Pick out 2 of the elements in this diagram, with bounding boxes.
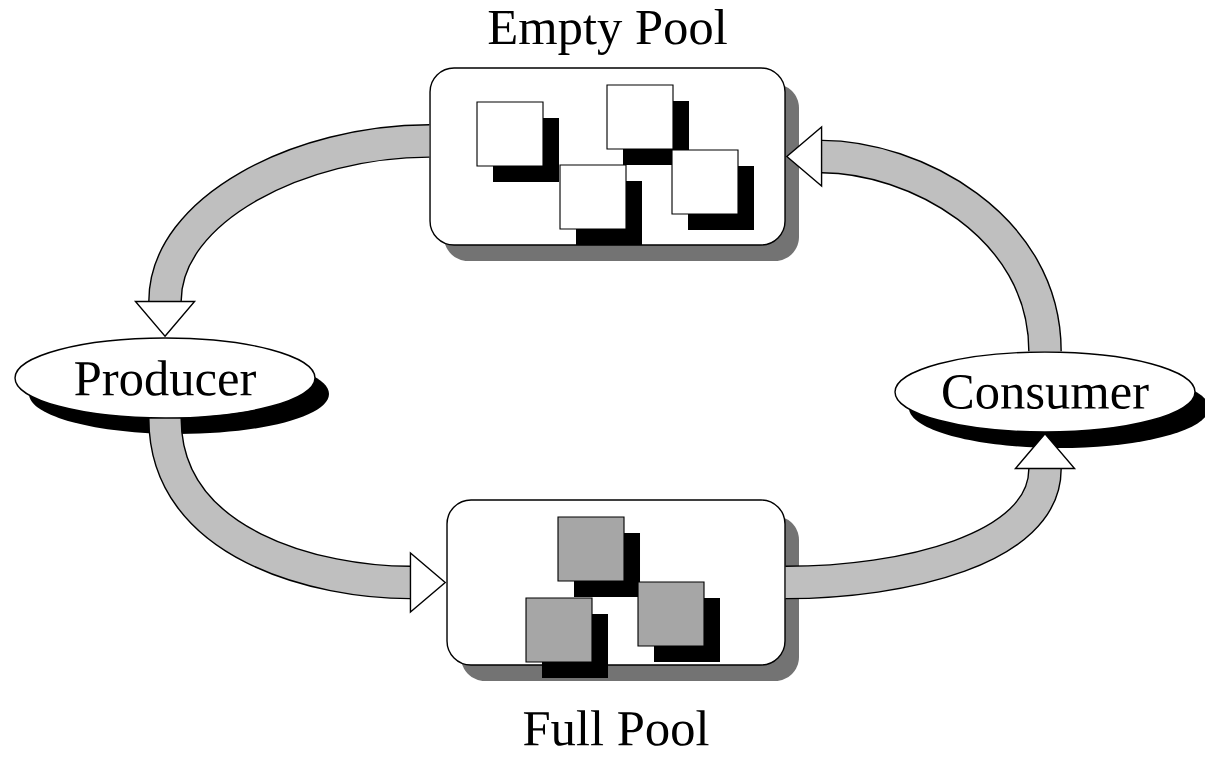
pool-title: Full Pool [523,710,709,746]
pool-title: Empty Pool [488,9,727,55]
